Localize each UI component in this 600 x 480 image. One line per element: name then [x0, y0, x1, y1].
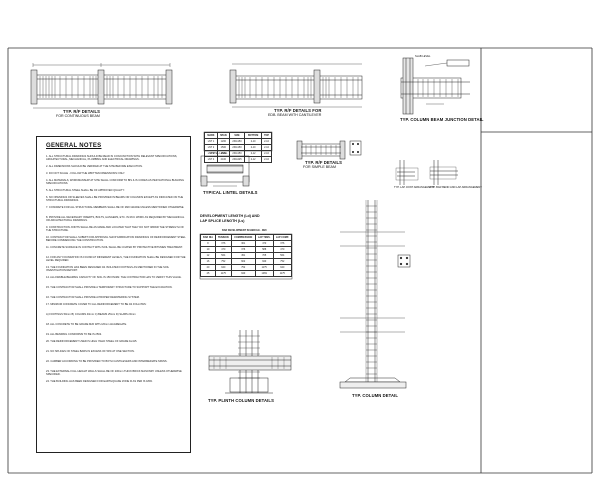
beam-cantilever-title: TYP. R/F DETAILS FOR	[274, 108, 322, 113]
table-row: LNT 2 1500 230x150 2-10 2-10	[204, 144, 272, 151]
table-row: LNT 4 2100 230x225 2-12 2-10	[204, 156, 272, 163]
simple-beam-subtitle: FOR SIMPLE BEAM	[303, 165, 336, 169]
note-item: 14. ALLOWABLE BEARING CAPACITY OF SOIL I…	[46, 276, 182, 279]
note-item: 15. THE CONTRACTOR SHALL PROVIDE A TEMPO…	[46, 286, 173, 289]
lap-left-label: TYP. LAP JOINT ARRANGEMENT	[394, 186, 434, 189]
note-item: 18. ALL CONCRETE TO BE GRADE M20 WITH 20…	[46, 323, 127, 326]
general-notes-panel: GENERAL NOTES 1. ALL STRUCTURAL DRAWINGS…	[36, 136, 191, 453]
note-item: 5. ALL STRUCTURAL STEEL SHALL BE OF APPR…	[46, 189, 125, 192]
note-item: 11. CONCRETE SURFACE IN CONTACT WITH SOI…	[46, 246, 183, 249]
note-item: 21. NO SPLICES OF STEEL BARS IN EXCESS O…	[46, 350, 135, 353]
column-detail-title: TYP. COLUMN DETAIL	[352, 393, 399, 398]
lintel-table: MARK SPAN SIZE BOTTOM TOP LNT 1 1200 230…	[204, 132, 272, 163]
plinth-column-title: TYP. PLINTH COLUMN DETAILS	[208, 398, 274, 403]
table-cell: 1175	[272, 270, 293, 277]
note-item: 10. CONTRACTOR SHALL SUBMIT FOR APPROVAL…	[46, 236, 186, 243]
development-title-2: LAP SPLICE LENGTH (Ls)	[200, 219, 245, 223]
table-cell: 25	[200, 270, 216, 277]
note-item: 6. NO OPENINGS OR SLEEVES SHALL BE PROVI…	[46, 196, 184, 203]
slab-level-label: SLAB LEVEL	[415, 55, 431, 58]
column-beam-junction-detail	[400, 57, 470, 115]
lintel-title: TYPICAL LINTEL DETAILS	[203, 190, 258, 195]
column-detail	[339, 200, 411, 389]
development-table-title: BAR DEVELOPMENT SCHEDULE - M20	[222, 229, 267, 232]
table-cell: 2-10	[261, 156, 272, 163]
simple-beam-detail	[296, 140, 362, 160]
development-title: DEVELOPMENT LENGTH (Ld) AND	[200, 214, 260, 218]
table-row: 25 1175 940 1469 1175	[200, 270, 293, 277]
note-item: 7. CONCRETE FOR ALL STRUCTURAL MEMBERS S…	[46, 206, 185, 209]
note-item: 17. MINIMUM CONCRETE COVER TO ALL REINFO…	[46, 303, 147, 306]
note-item: A) FOOTINGS 50mm B) COLUMN 40mm C) BEAMS…	[46, 313, 136, 316]
development-table: BAR DIA TENSION COMPRESSION LAP TENS. LA…	[200, 234, 293, 277]
beam-cantilever-subtitle: EDB. BEAM WITH CANTILEVER	[268, 113, 322, 117]
table-row: 10 470 376 588 470	[200, 246, 293, 253]
beam-continuous-detail	[30, 63, 173, 109]
beam-continuous-subtitle: FOR CONTINUOUS BEAM	[56, 114, 100, 118]
table-cell: 2-12	[244, 156, 263, 163]
table-cell: 2100	[216, 156, 230, 163]
column-beam-junction-title: TYP. COLUMN BEAM JUNCTION DETAIL	[400, 117, 484, 122]
beam-cantilever-detail	[229, 63, 363, 108]
note-item: 3. DO NOT SCALE - FOLLOW THE WRITTEN DIM…	[46, 172, 125, 175]
plinth-column-detail	[208, 330, 292, 394]
table-cell: 940	[230, 270, 256, 277]
table-cell: 1175	[214, 270, 232, 277]
lap-right-label: TYP. BAR BEND AND LAP ARRANGEMENT	[430, 186, 482, 189]
simple-beam-title: TYP. R/F DETAILS	[305, 160, 343, 165]
beam-continuous-title: TYP. R/F DETAILS	[63, 109, 101, 114]
table-row: LNT 1 1200 230x150 2-10 2-10	[204, 138, 272, 145]
note-item: 24. THE BUILDING HAS BEEN DESIGNED FOR E…	[46, 380, 153, 383]
sheet-frame	[7, 47, 593, 474]
note-item: 13. THE FOUNDATION HAS BEEN DESIGNED AS …	[46, 266, 169, 273]
table-cell: 230x225	[228, 156, 246, 163]
table-cell: 1469	[254, 270, 274, 277]
note-item: 4. ALL MATERIALS, WORKMANSHIP AT SITE SH…	[46, 179, 185, 186]
note-item: 2. ALL DIMENSIONS SHOULD BE VERIFIED AT …	[46, 165, 143, 168]
note-item: 20. THE REINFORCEMENT USED IS HIGH YIELD…	[46, 340, 138, 343]
note-item: 12. FOR ANY FOUNDATION IS FOUND AT DIFFE…	[46, 256, 186, 263]
lap-arrangement-details	[395, 160, 458, 185]
note-item: 1. ALL STRUCTURAL DRAWINGS SHOULD BE REA…	[46, 155, 178, 162]
table-cell: LNT 4	[204, 156, 218, 163]
note-item: 16. THE CONTRACTOR SHALL PROVIDE A PROPE…	[46, 296, 140, 299]
general-notes-title: GENERAL NOTES	[46, 143, 102, 149]
note-item: 19. ALL BENDING CONFORMS TO BE IS 2502.	[46, 333, 102, 336]
note-item: 22. CAMBER ACCORDING TO BE PROVIDED TO B…	[46, 360, 168, 363]
note-item: 8. PROVIDE ALL NECESSARY INSERTS, BOLTS,…	[46, 216, 185, 223]
note-item: 23. THE EXTERNAL FULL HEIGHT WALLS SHALL…	[46, 370, 182, 377]
note-item: 9. CONSTRUCTION JOINTS SHALL BE AS MADE …	[46, 226, 184, 233]
